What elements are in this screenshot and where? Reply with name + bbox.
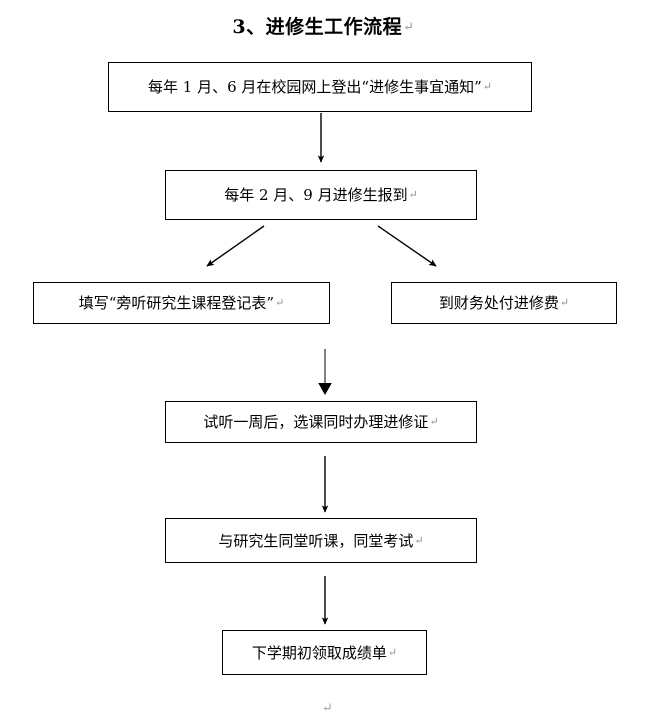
paragraph-mark-icon: ↵: [387, 645, 398, 659]
flow-node-label: 填写“旁听研究生课程登记表”: [78, 294, 275, 312]
paragraph-mark-icon: ↵: [559, 296, 570, 310]
flow-node-label: 每年 2 月、9 月进修生报到: [224, 186, 408, 204]
flow-node-pay-fee[interactable]: 到财务处付进修费↵: [391, 282, 617, 324]
flow-node-label: 到财务处付进修费: [438, 294, 559, 312]
paragraph-mark-icon: ↵: [408, 188, 418, 202]
paragraph-mark-icon: ↵: [403, 20, 415, 35]
flow-node-label: 每年 1 月、6 月在校园网上登出“进修生事宜通知”: [148, 78, 482, 96]
flow-node-publish-notice[interactable]: 每年 1 月、6 月在校园网上登出“进修生事宜通知”↵: [108, 62, 532, 112]
paragraph-mark-icon: ↵: [429, 415, 439, 429]
flow-node-label: 下学期初领取成绩单: [251, 643, 387, 662]
flow-node-attend-class-and-exam[interactable]: 与研究生同堂听课，同堂考试↵: [165, 518, 477, 563]
page-title-text: 3、进修生工作流程: [232, 16, 403, 38]
paragraph-mark-icon: ↵: [414, 533, 424, 547]
page-title: 3、进修生工作流程↵: [0, 12, 647, 39]
flow-node-trial-week-and-permit[interactable]: 试听一周后，选课同时办理进修证↵: [165, 401, 477, 443]
flow-node-fill-course-form[interactable]: 填写“旁听研究生课程登记表”↵: [33, 282, 330, 324]
flow-node-label: 与研究生同堂听课，同堂考试: [218, 531, 414, 550]
edge-node2-to-node4: [377, 225, 437, 267]
flow-node-label: 试听一周后，选课同时办理进修证: [203, 413, 429, 431]
edge-node2-to-node3: [206, 225, 265, 267]
edge-node3-to-node5: [318, 349, 332, 395]
flow-node-collect-transcript[interactable]: 下学期初领取成绩单↵: [222, 630, 427, 675]
flow-node-student-registration[interactable]: 每年 2 月、9 月进修生报到↵: [165, 170, 477, 220]
paragraph-mark-icon: ↵: [275, 296, 285, 310]
paragraph-mark-icon: ↵: [482, 80, 492, 94]
paragraph-mark-icon: ↵: [322, 701, 333, 716]
